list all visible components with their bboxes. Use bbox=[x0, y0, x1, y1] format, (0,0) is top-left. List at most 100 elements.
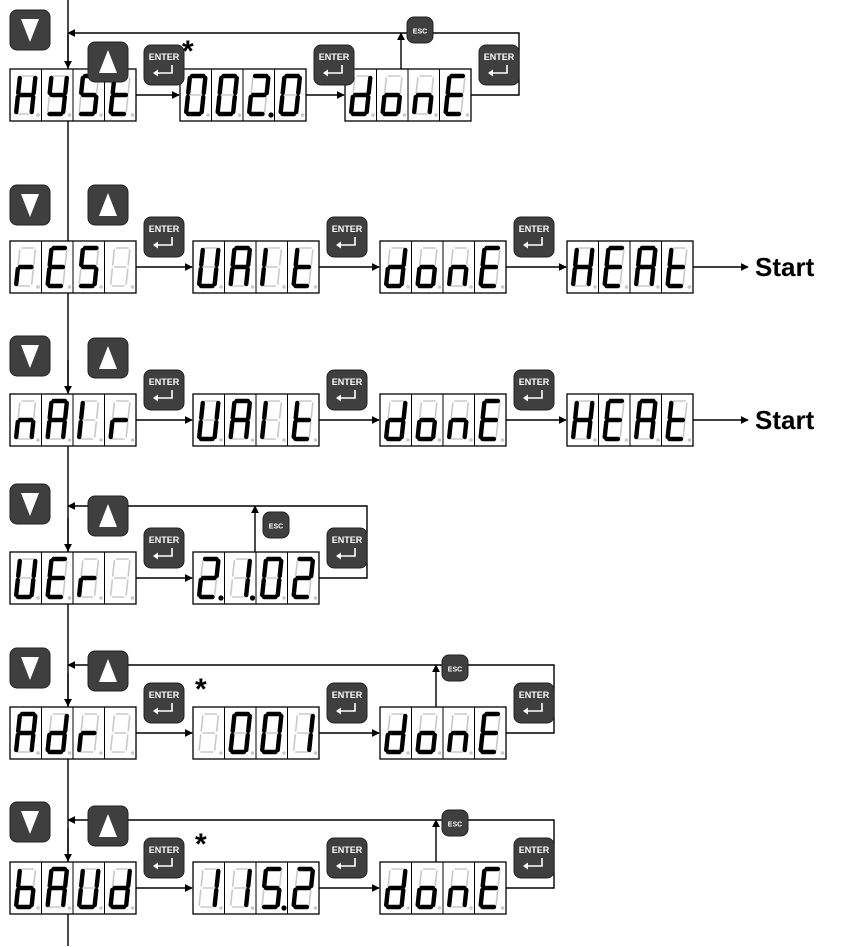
up-key[interactable] bbox=[87, 495, 129, 537]
segment-e bbox=[108, 887, 115, 908]
digit bbox=[291, 866, 318, 910]
decimal-point bbox=[656, 438, 660, 442]
up-key[interactable] bbox=[87, 650, 129, 692]
return-arrowhead-icon bbox=[523, 241, 528, 249]
enter-key[interactable]: ENTER bbox=[143, 369, 185, 411]
down-key[interactable] bbox=[9, 9, 51, 51]
decimal-point bbox=[469, 751, 473, 755]
enter-key-body[interactable] bbox=[513, 837, 555, 879]
enter-key[interactable]: ENTER bbox=[143, 837, 185, 879]
esc-key[interactable]: ESC bbox=[262, 511, 290, 539]
down-arrow-icon bbox=[21, 657, 39, 680]
enter-key-body[interactable] bbox=[513, 682, 555, 724]
enter-key-body[interactable] bbox=[143, 44, 185, 86]
segment-e bbox=[108, 94, 115, 115]
enter-key[interactable]: ENTER bbox=[143, 216, 185, 258]
segment-b bbox=[434, 402, 438, 419]
enter-key[interactable]: ENTER bbox=[326, 682, 368, 724]
enter-key[interactable]: ENTER bbox=[513, 682, 555, 724]
enter-key-body[interactable] bbox=[313, 44, 355, 86]
enter-key[interactable]: ENTER bbox=[326, 837, 368, 879]
segment-e bbox=[260, 419, 266, 440]
down-key[interactable] bbox=[9, 647, 51, 689]
enter-key-label: ENTER bbox=[332, 845, 363, 855]
segment-c bbox=[29, 887, 36, 908]
enter-key[interactable]: ENTER bbox=[313, 44, 355, 86]
esc-key[interactable]: ESC bbox=[441, 654, 469, 682]
segment-b bbox=[31, 558, 38, 579]
segment-f bbox=[418, 402, 423, 419]
down-key[interactable] bbox=[9, 483, 51, 525]
down-key[interactable] bbox=[9, 184, 51, 226]
segment-f bbox=[352, 77, 356, 94]
enter-key[interactable]: ENTER bbox=[326, 369, 368, 411]
segment-c bbox=[649, 266, 656, 287]
enter-key[interactable]: ENTER bbox=[513, 369, 555, 411]
enter-key[interactable]: ENTER bbox=[513, 216, 555, 258]
enter-key-body[interactable] bbox=[513, 216, 555, 258]
esc-key[interactable]: ESC bbox=[406, 16, 434, 44]
enter-key-body[interactable] bbox=[326, 837, 368, 879]
segment-e bbox=[77, 887, 83, 908]
segment-b bbox=[296, 75, 302, 96]
enter-key[interactable]: ENTER bbox=[143, 527, 185, 569]
enter-key-body[interactable] bbox=[326, 682, 368, 724]
decimal-point bbox=[402, 113, 407, 117]
decimal-point bbox=[99, 596, 103, 600]
segment-f bbox=[480, 400, 487, 421]
segment-f bbox=[262, 400, 268, 421]
enter-key-body[interactable] bbox=[143, 216, 185, 258]
enter-key-body[interactable] bbox=[513, 369, 555, 411]
enter-key[interactable]: ENTER bbox=[143, 682, 185, 724]
segment-f bbox=[79, 247, 85, 268]
segment-e bbox=[602, 419, 609, 440]
enter-key[interactable]: ENTER bbox=[478, 44, 520, 86]
display-adr-done bbox=[379, 706, 507, 760]
segment-c bbox=[294, 94, 300, 115]
enter-key-body[interactable] bbox=[326, 369, 368, 411]
up-key[interactable] bbox=[87, 805, 129, 847]
digit bbox=[260, 247, 286, 289]
enter-key-body[interactable] bbox=[143, 837, 185, 879]
down-key[interactable] bbox=[9, 801, 51, 843]
esc-key-body[interactable] bbox=[441, 654, 469, 682]
segment-c bbox=[213, 579, 218, 596]
segment-e bbox=[45, 266, 52, 287]
segment-f bbox=[262, 868, 268, 889]
enter-key[interactable]: ENTER bbox=[143, 44, 185, 86]
decimal-point bbox=[469, 906, 473, 910]
decimal-point bbox=[437, 906, 442, 910]
enter-key-body[interactable] bbox=[326, 216, 368, 258]
down-key[interactable] bbox=[9, 335, 51, 377]
enter-key-body[interactable] bbox=[326, 527, 368, 569]
display-hyst-value bbox=[179, 68, 307, 122]
enter-key-body[interactable] bbox=[143, 682, 185, 724]
esc-key-body[interactable] bbox=[262, 511, 290, 539]
segment-c bbox=[431, 732, 437, 753]
enter-key-body[interactable] bbox=[478, 44, 520, 86]
enter-key-body[interactable] bbox=[143, 527, 185, 569]
segment-b bbox=[95, 715, 100, 732]
enter-key-body[interactable] bbox=[143, 369, 185, 411]
digit bbox=[571, 247, 597, 289]
segment-e bbox=[349, 94, 355, 115]
segment-e bbox=[14, 732, 20, 753]
esc-key[interactable]: ESC bbox=[441, 809, 469, 837]
up-key[interactable] bbox=[87, 184, 129, 226]
return-arrowhead-icon bbox=[153, 69, 158, 77]
segment-b bbox=[462, 77, 466, 94]
enter-key[interactable]: ENTER bbox=[326, 527, 368, 569]
segment-f bbox=[450, 249, 454, 266]
decimal-point bbox=[624, 438, 629, 442]
up-key[interactable] bbox=[87, 41, 129, 83]
digit bbox=[447, 400, 473, 442]
esc-key-body[interactable] bbox=[441, 809, 469, 837]
segment-e bbox=[384, 887, 390, 908]
segment-c bbox=[462, 266, 469, 287]
keys: ENTER ENTER ENTER ESC ENTER ENTER ENTER ENTER EN… bbox=[9, 9, 555, 879]
up-key[interactable] bbox=[87, 337, 129, 379]
esc-key-body[interactable] bbox=[406, 16, 434, 44]
digit bbox=[197, 556, 224, 601]
enter-key[interactable]: ENTER bbox=[326, 216, 368, 258]
enter-key[interactable]: ENTER bbox=[513, 837, 555, 879]
